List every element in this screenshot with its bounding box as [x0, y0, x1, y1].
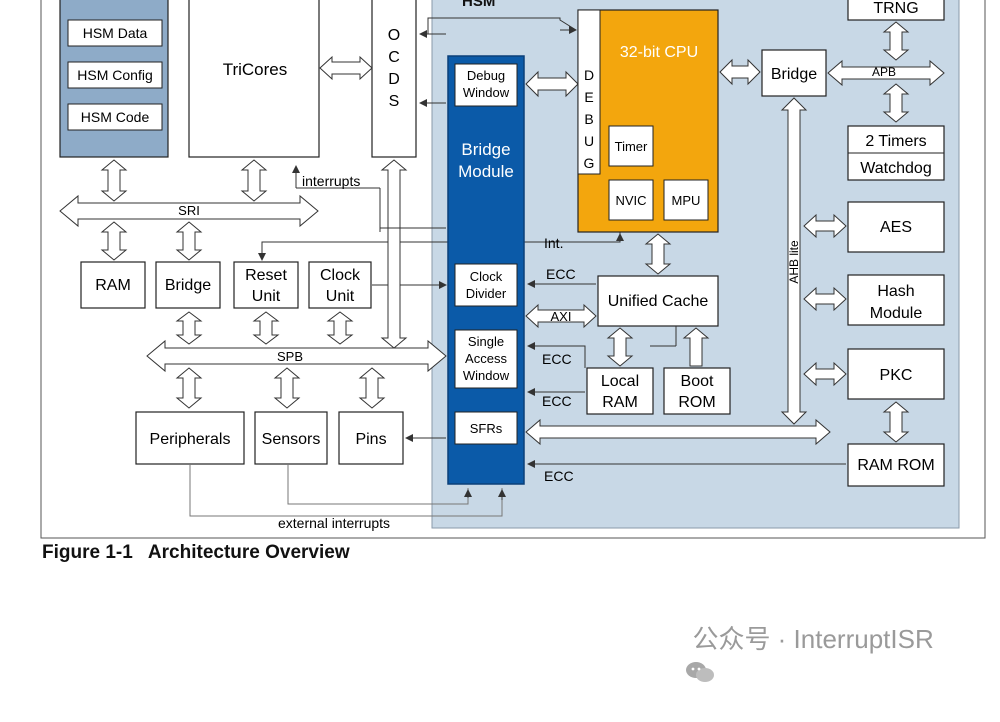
pins-box	[338, 411, 404, 465]
debug-letter: D	[584, 67, 594, 83]
debug-letter: U	[584, 133, 594, 149]
ocds-letter: O	[388, 27, 400, 44]
ecc-label: ECC	[544, 468, 574, 484]
bridge-hsm-box	[761, 49, 827, 97]
spb-label: SPB	[277, 349, 303, 364]
reset-unit-box	[233, 261, 299, 309]
ocds-box	[371, 0, 417, 158]
apb-label: APB	[872, 65, 896, 79]
boot-rom-label: ROM	[678, 394, 715, 411]
ahb-lite-bus	[780, 97, 808, 425]
single-access-window-label: Window	[463, 368, 510, 383]
architecture-diagram: HSM HSM Data HSM Config HSM Code TriCore…	[40, 0, 986, 539]
sri-label: SRI	[178, 203, 200, 218]
reset-unit-label: Reset	[245, 267, 287, 284]
memory-sri-arrow	[100, 159, 128, 202]
mpu-label: MPU	[672, 193, 701, 208]
single-access-window-label: Single	[468, 334, 504, 349]
debug-letter: E	[584, 89, 593, 105]
ocds-letter: D	[388, 71, 400, 88]
hsm-label: HSM	[462, 0, 495, 10]
clock-unit-label: Clock	[320, 267, 361, 284]
hash-module-label: Module	[870, 305, 923, 322]
hash-module-label: Hash	[877, 283, 914, 300]
timer-label: Timer	[615, 139, 648, 154]
ram-rom-label: RAM ROM	[857, 457, 934, 474]
clock-divider-label: Divider	[466, 286, 507, 301]
pkc-box	[847, 348, 945, 400]
clock-divider-label: Clock	[470, 269, 503, 284]
cpu-title: 32-bit CPU	[620, 44, 698, 61]
hash-module-box	[847, 274, 945, 326]
ecc-label: ECC	[542, 393, 572, 409]
bridge-module-title: Module	[458, 162, 514, 181]
ahb-lite-label: AHB lite	[787, 240, 801, 284]
sri-bus	[59, 194, 319, 228]
axi-label: AXI	[551, 309, 572, 324]
ecc-label: ECC	[546, 266, 576, 282]
sensors-label: Sensors	[262, 431, 321, 448]
ecc-label: ECC	[542, 351, 572, 367]
external-interrupts-line	[189, 464, 503, 517]
debug-window-label: Window	[463, 85, 510, 100]
local-ram-label: Local	[601, 373, 639, 390]
tricores-box	[188, 0, 320, 158]
boot-rom-box	[663, 367, 731, 415]
unified-cache-label: Unified Cache	[608, 293, 709, 310]
bridge-left-label: Bridge	[165, 277, 211, 294]
trng-label: TRNG	[873, 0, 918, 17]
local-ram-label: RAM	[602, 394, 638, 411]
watchdog-label: Watchdog	[860, 160, 931, 177]
figure-caption: Figure 1-1 Architecture Overview	[42, 542, 350, 563]
aes-label: AES	[880, 219, 912, 236]
ram-rom-box	[847, 443, 945, 487]
sri-bridge-arrow	[175, 221, 203, 261]
sfrs-label: SFRs	[470, 421, 503, 436]
apb-bus	[827, 59, 945, 87]
ram-box	[80, 261, 146, 309]
sensors-box	[254, 411, 328, 465]
hsm-code-label: HSM Code	[81, 109, 150, 125]
boot-rom-label: Boot	[681, 373, 714, 390]
clock-unit-box	[308, 261, 372, 309]
timers-label: 2 Timers	[865, 133, 926, 150]
spb-bus	[146, 339, 447, 373]
tricores-sri-arrow	[240, 159, 268, 202]
local-ram-box	[586, 367, 654, 415]
aes-box	[847, 201, 945, 253]
hsm-config-label: HSM Config	[77, 67, 152, 83]
nvic-label: NVIC	[615, 193, 646, 208]
ram-label: RAM	[95, 277, 131, 294]
bridge-module-title: Bridge	[461, 140, 510, 159]
debug-window-label: Debug	[467, 68, 505, 83]
interrupts-label: interrupts	[302, 173, 360, 189]
memory-stack: HSM Data HSM Config HSM Code	[67, 19, 163, 131]
tricores-label: TriCores	[223, 60, 288, 79]
wechat-icon	[656, 629, 715, 683]
bridge-left-box	[155, 261, 221, 309]
bridge-hsm-label: Bridge	[771, 66, 817, 83]
debug-letter: G	[584, 155, 595, 171]
reset-unit-label: Unit	[252, 288, 281, 305]
peripherals-box	[135, 411, 245, 465]
external-interrupts-label: external interrupts	[278, 515, 390, 531]
debug-letter: B	[584, 111, 593, 127]
tricores-ocds-arrow	[319, 55, 373, 81]
axi-bus	[525, 303, 597, 329]
pins-label: Pins	[355, 431, 386, 448]
watermark-text: 公众号 · InterruptISR	[692, 624, 934, 654]
clock-unit-label: Unit	[326, 288, 355, 305]
sfrs-ahb-arrow	[525, 418, 831, 446]
pkc-label: PKC	[880, 367, 913, 384]
peripherals-label: Peripherals	[150, 431, 231, 448]
hsm-data-label: HSM Data	[83, 25, 148, 41]
sri-ram-arrow	[100, 221, 128, 261]
int-label: Int.	[544, 235, 563, 251]
ocds-letter: C	[388, 49, 400, 66]
single-access-window-label: Access	[465, 351, 507, 366]
trng-box	[847, 0, 945, 21]
unified-cache-box	[597, 275, 719, 327]
ocds-letter: S	[389, 93, 400, 110]
